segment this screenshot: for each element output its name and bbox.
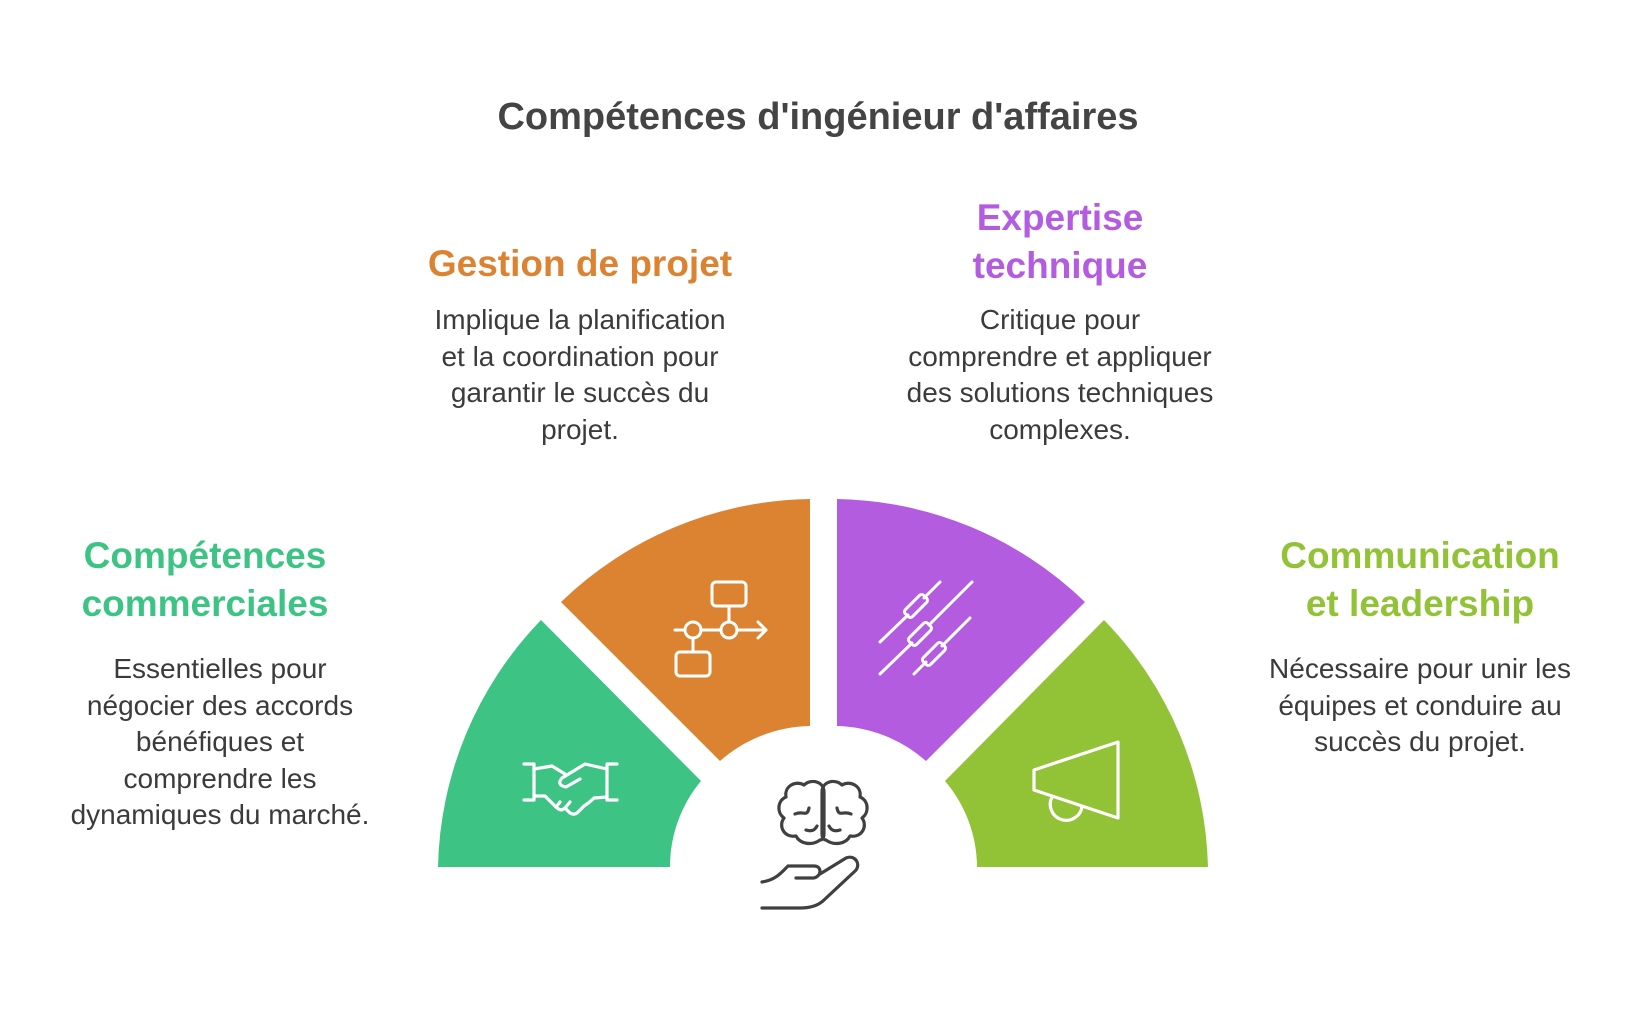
desc-commercial: Essentielles pour négocier des accords b… (30, 651, 410, 834)
desc-projet-line-2: et la coordination pour (441, 340, 719, 372)
desc-commercial-line-3: bénéfiques et (135, 726, 305, 757)
label-communication-line-2: et leadership (1305, 583, 1535, 624)
desc-communication: Nécessaire pour unir les équipes et cond… (1230, 651, 1610, 761)
handshake-icon (522, 762, 619, 816)
diagram-title: Compétences d'ingénieur d'affaires (497, 96, 1139, 138)
label-technique: Expertise technique (870, 194, 1250, 290)
desc-commercial-line-2: négocier des accords (86, 689, 354, 721)
desc-technique-line-2: comprendre et appliquer (908, 340, 1212, 372)
desc-technique-line-1: Critique pour (979, 304, 1141, 335)
segment-technique (837, 499, 1085, 761)
resistors-icon (878, 580, 974, 676)
label-commercial-line-2: commerciales (81, 583, 329, 624)
desc-commercial-line-5: dynamiques du marché. (70, 799, 370, 830)
brain-in-hand-icon (760, 779, 869, 910)
label-technique-line-2: technique (972, 245, 1148, 286)
desc-technique: Critique pour comprendre et appliquer de… (870, 302, 1250, 448)
label-technique-line-1: Expertise (976, 197, 1144, 238)
label-commercial: Compétences commerciales (40, 532, 370, 628)
label-communication-line-1: Communication (1280, 535, 1560, 576)
label-commercial-line-1: Compétences (83, 535, 327, 576)
desc-projet: Implique la planification et la coordina… (390, 302, 770, 448)
desc-communication-line-1: Nécessaire pour unir les (1269, 653, 1571, 684)
label-projet: Gestion de projet (390, 240, 770, 288)
desc-projet-line-4: projet. (541, 413, 619, 445)
megaphone-icon (1032, 740, 1120, 822)
label-projet-line-1: Gestion de projet (427, 243, 733, 284)
flowchart-icon (673, 580, 768, 678)
segment-communication (945, 620, 1208, 867)
desc-commercial-line-4: comprendre les (123, 762, 317, 794)
desc-commercial-line-1: Essentielles pour (113, 653, 327, 684)
desc-projet-line-1: Implique la planification (434, 304, 726, 335)
desc-communication-line-2: équipes et conduire au (1278, 689, 1562, 721)
segment-commercial (438, 620, 701, 867)
desc-technique-line-3: des solutions techniques (906, 377, 1214, 408)
label-communication: Communication et leadership (1230, 532, 1610, 628)
desc-technique-line-4: complexes. (989, 413, 1131, 445)
desc-communication-line-3: succès du projet. (1314, 726, 1526, 757)
desc-projet-line-3: garantir le succès du (450, 377, 710, 408)
